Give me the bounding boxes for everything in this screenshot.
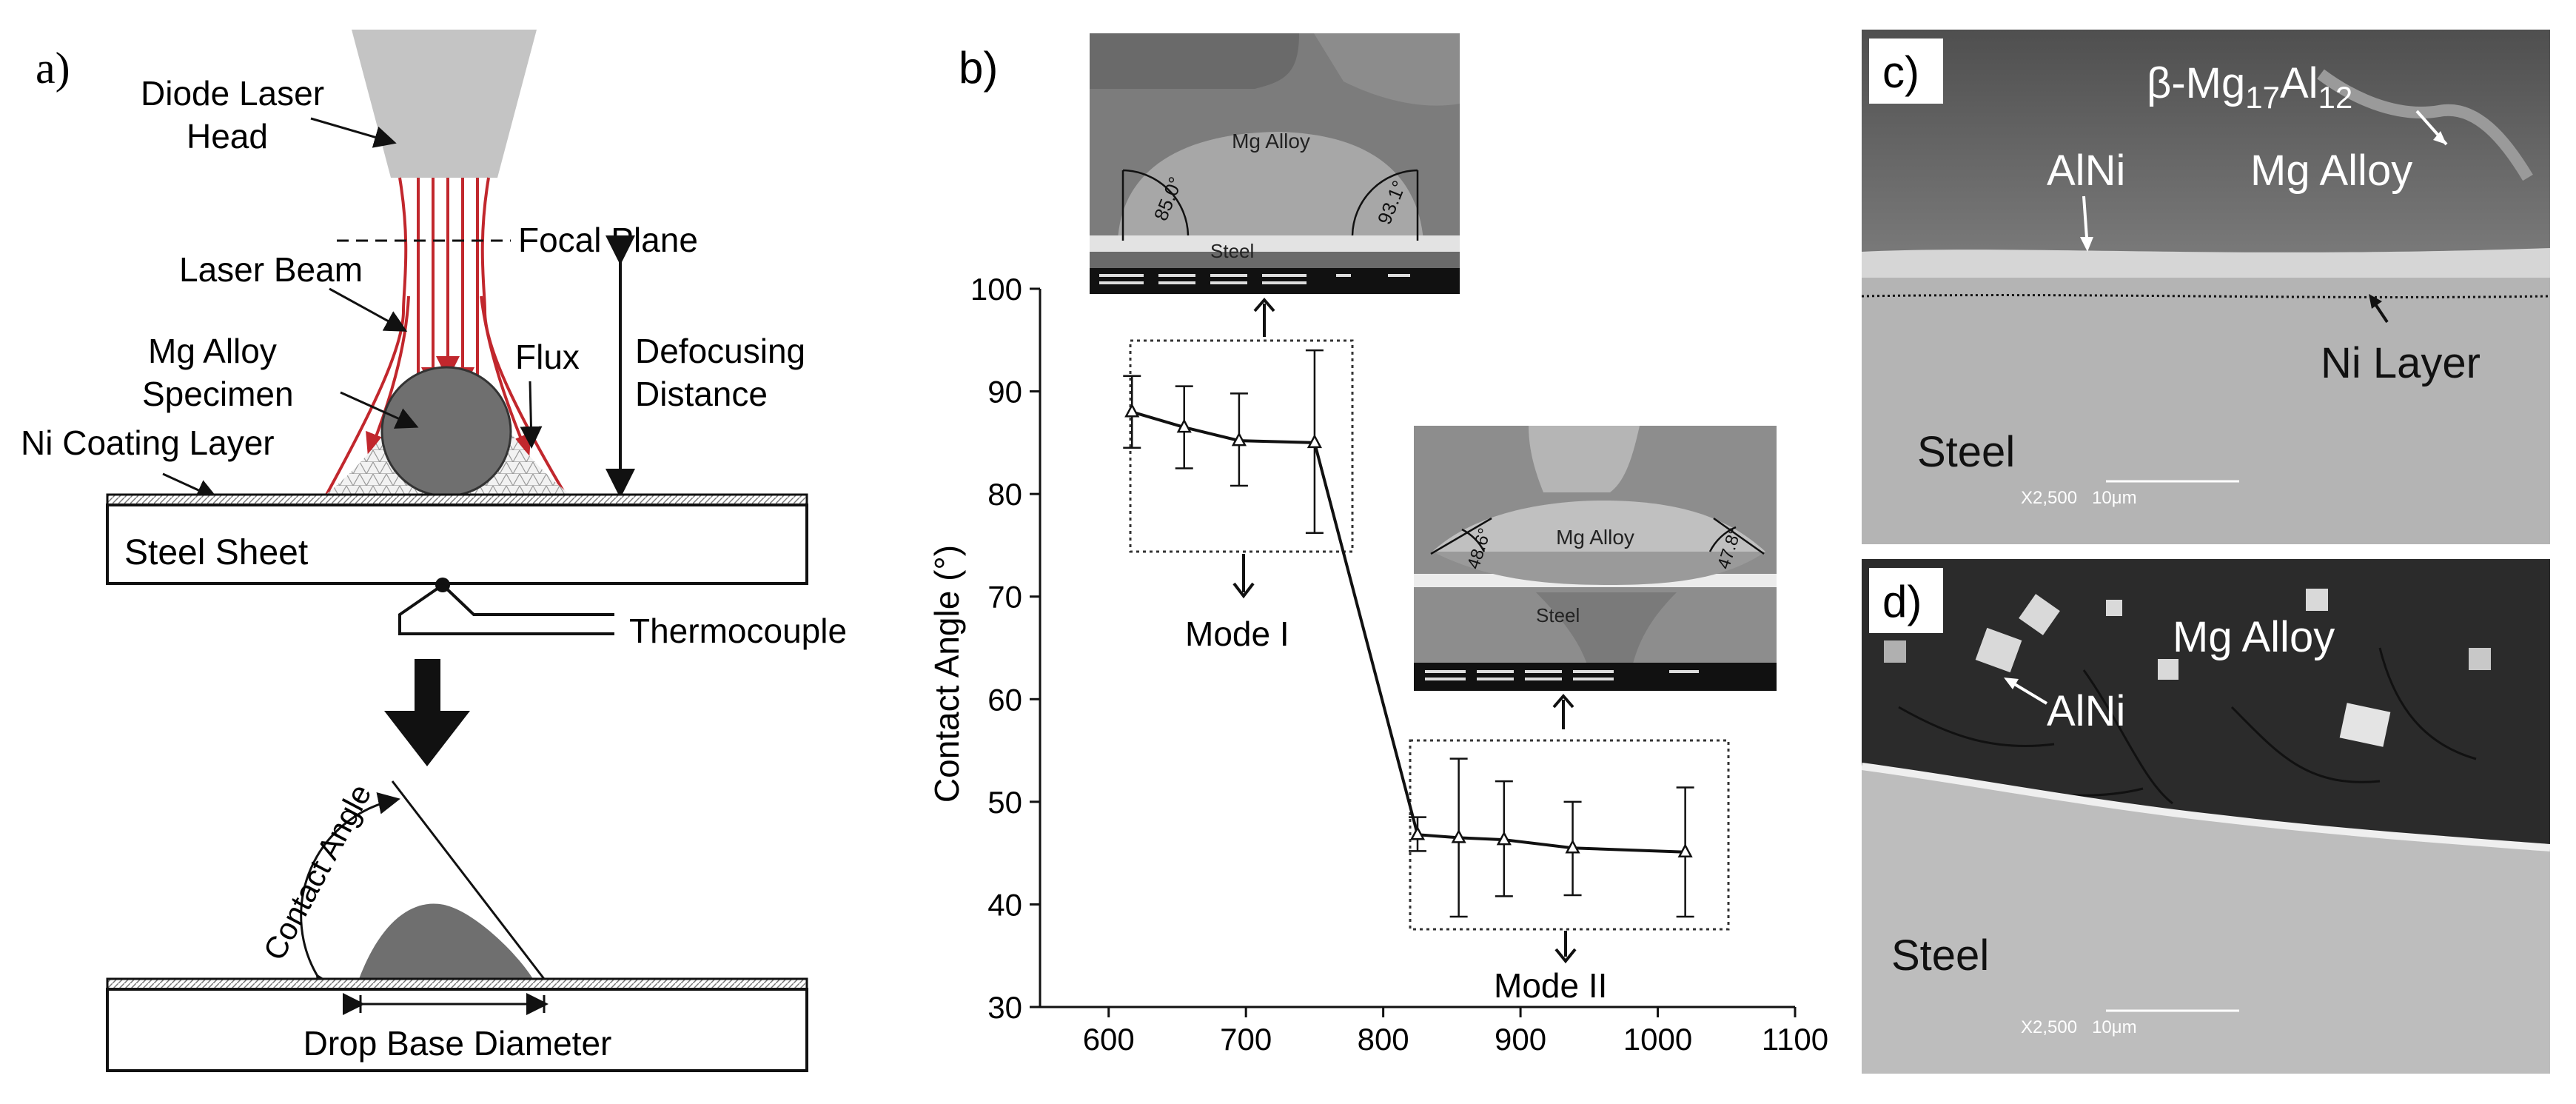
- x-tick-label: 900: [1495, 1022, 1546, 1057]
- mg-alloy-label-c: Mg Alloy: [2250, 147, 2412, 195]
- y-tick-label: 40: [987, 887, 1022, 922]
- y-tick-label: 100: [970, 272, 1022, 307]
- defocusing-label-1: Defocusing: [635, 332, 805, 370]
- x-tick-label: 600: [1083, 1022, 1135, 1057]
- ni-coating-label: Ni Coating Layer: [21, 424, 275, 462]
- focal-plane-label: Focal Plane: [518, 221, 698, 259]
- panel-b-chart: b) Mg Alloy Steel 85.0° 93.1°: [928, 33, 1828, 1057]
- y-axis-title: Contact Angle (°): [928, 545, 966, 803]
- defocusing-label-2: Distance: [635, 375, 768, 413]
- inset2-steel: Steel: [1536, 604, 1580, 626]
- scale-bar-c: X2,500 10μm: [2021, 488, 2137, 508]
- chart-data-layer: [1123, 349, 1694, 918]
- steel-sheet-label: Steel Sheet: [124, 533, 308, 572]
- data-point: [1565, 839, 1580, 854]
- inset2-mg-alloy: Mg Alloy: [1556, 526, 1634, 549]
- panel-a-schematic: a) Diode Laser Head Focal Plane Laser Be…: [21, 30, 847, 1072]
- x-tick-label: 800: [1358, 1022, 1409, 1057]
- flux-label: Flux: [515, 338, 580, 376]
- drop-ni-coating: [106, 977, 808, 991]
- y-tick-label: 30: [987, 990, 1022, 1025]
- inset1-mg-alloy: Mg Alloy: [1232, 130, 1310, 153]
- chart-axes: 30 40 50 60 70 80 90 100 600 700 800 900 1000 1100: [970, 272, 1828, 1057]
- diode-laser-head: [352, 30, 537, 178]
- panel-d-micrograph: d) Mg Alloy AlNi Steel X2,500 10μm: [1862, 559, 2550, 1074]
- data-point: [1496, 831, 1512, 846]
- inset-sem-mode2: Mg Alloy Steel 48.6° 47.8°: [1414, 426, 1777, 691]
- panel-d-label: d): [1882, 577, 1922, 626]
- inset-sem-mode1: Mg Alloy Steel 85.0° 93.1°: [1090, 33, 1460, 294]
- specimen-label-1: Mg Alloy: [148, 332, 277, 370]
- steel-label-d: Steel: [1891, 931, 1989, 980]
- contact-angle-arc: [300, 792, 400, 999]
- panel-c-label: c): [1882, 47, 1919, 97]
- x-tick-label: 1100: [1762, 1022, 1828, 1057]
- data-point: [1176, 418, 1192, 433]
- thermocouple: [398, 583, 614, 635]
- y-tick-label: 50: [987, 785, 1022, 820]
- y-tick-label: 70: [987, 580, 1022, 615]
- inset1-steel: Steel: [1210, 240, 1254, 262]
- laser-beam-label: Laser Beam: [179, 250, 363, 289]
- mode1-box: [1129, 339, 1354, 553]
- data-point: [1409, 826, 1426, 840]
- data-point: [1451, 829, 1466, 843]
- mode1-label: Mode I: [1185, 615, 1289, 653]
- contact-angle-label: Contact Angle: [256, 778, 378, 966]
- drop-profile: [359, 903, 533, 979]
- drop-base-diameter-label: Drop Base Diameter: [303, 1024, 612, 1063]
- alni-label-d: AlNi: [2047, 687, 2125, 735]
- panel-d-label-box: [1869, 568, 1943, 633]
- panel-b-label: b): [959, 43, 998, 93]
- thermocouple-label: Thermocouple: [629, 612, 847, 650]
- panel-c-label-box: [1869, 39, 1943, 104]
- panel-a-label: a): [36, 44, 70, 93]
- mg-alloy-specimen: [380, 366, 512, 498]
- y-tick-label: 90: [987, 375, 1022, 409]
- diode-laser-label-1: Diode Laser: [141, 74, 324, 113]
- ni-coating-layer: [106, 493, 808, 506]
- x-tick-label: 1000: [1623, 1022, 1692, 1057]
- x-tick-label: 700: [1220, 1022, 1272, 1057]
- alni-label: AlNi: [2047, 147, 2125, 195]
- ni-layer-label: Ni Layer: [2321, 339, 2481, 387]
- y-tick-label: 80: [987, 477, 1022, 512]
- data-point: [1307, 434, 1322, 449]
- process-arrow: [384, 659, 470, 766]
- data-point: [1231, 432, 1247, 446]
- mg-alloy-label-d: Mg Alloy: [2173, 613, 2335, 661]
- steel-sheet: [106, 504, 808, 585]
- data-point: [1124, 403, 1140, 418]
- beta-phase-label: β-Mg17Al12: [2147, 59, 2352, 115]
- steel-label-c: Steel: [1917, 428, 2015, 476]
- diode-laser-label-2: Head: [187, 117, 268, 155]
- mode2-label: Mode II: [1494, 966, 1607, 1005]
- y-tick-label: 60: [987, 682, 1022, 717]
- panel-c-micrograph: c) β-Mg17Al12 AlNi Mg Alloy Ni Layer Ste…: [1862, 30, 2550, 544]
- data-point: [1677, 843, 1693, 858]
- scale-bar-d: X2,500 10μm: [2021, 1017, 2137, 1037]
- mode2-box: [1409, 739, 1730, 931]
- specimen-label-2: Specimen: [142, 375, 294, 413]
